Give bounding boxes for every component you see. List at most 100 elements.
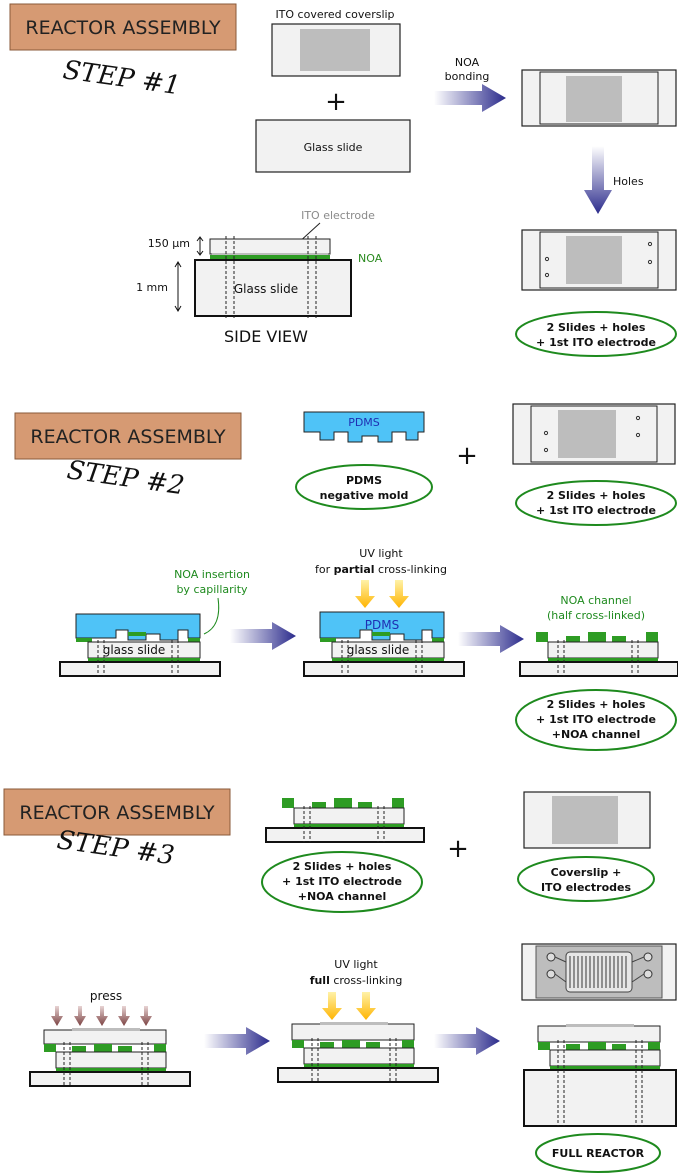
full-reactor-side-view [523,1024,677,1127]
coverslip-line1: Coverslip + [551,866,622,879]
side-view: ITO electrode NOA Glass slide 150 µm 1 m… [136,209,383,346]
press-arrow [96,1006,108,1026]
step1-banner-text: REACTOR ASSEMBLY [25,17,221,39]
thickness-1mm: 1 mm [136,281,168,294]
result-oval-1 [515,311,677,357]
press-label: press [90,989,122,1003]
step1-step-label: STEP #1 [61,55,182,101]
bonded-slides-top [521,69,677,127]
uv-partial-stack: UV light for partial cross-linking PDMS … [303,547,465,677]
result-1-line2: + 1st ITO electrode [536,336,656,349]
side-glass-slide [194,259,352,317]
uv-full-stack: UV light full cross-linking [277,958,439,1083]
press-stack: press [29,989,191,1087]
reactor-port [546,952,556,962]
arrow-noa-bonding [434,84,506,112]
step3-channel-stack [265,798,425,843]
channel-line2: (half cross-linked) [547,609,645,622]
full-reactor-oval [535,1133,661,1173]
arrow-step2-b [458,625,524,653]
noa-channel-stack: NOA channel (half cross-linked) [519,594,678,677]
plus-sign-3: + [447,834,469,864]
insertion-line1: NOA insertion [174,568,250,581]
noa-bonding-label-1: NOA [455,56,480,69]
step2-banner [14,412,242,460]
ito-coverslip-label: ITO covered coverslip [275,8,394,21]
step3-left-oval [261,851,423,913]
ito-coverslip-top [271,23,401,77]
result-2-line2: + 1st ITO electrode [536,504,656,517]
serpentine-path [569,956,627,988]
glass-slide-label-2: glass slide [347,643,410,657]
arrow-step3-b [434,1027,500,1055]
arrow-holes [584,146,612,214]
uv-arrow [389,580,409,608]
channel-result-line1: 2 Slides + holes [547,698,646,711]
reactor-port [546,969,556,979]
uv-partial-line1: UV light [359,547,403,560]
side-view-title: SIDE VIEW [224,327,308,346]
press-arrow [74,1006,86,1026]
pdms-mold [303,411,425,443]
uv-full-line1: UV light [334,958,378,971]
step1-section: REACTOR ASSEMBLY STEP #1 ITO covered cov… [9,3,677,357]
pdms-mold-line2: negative mold [320,489,409,502]
step2-section: REACTOR ASSEMBLY STEP #2 PDMS PDMS negat… [14,403,678,751]
step1-banner [9,3,237,51]
uv-full-line2: full cross-linking [310,974,403,987]
step3-left-line1: 2 Slides + holes [293,860,392,873]
side-ito-layer [212,253,328,255]
step2-banner-text: REACTOR ASSEMBLY [30,426,226,448]
pdms-label-2: PDMS [365,618,399,632]
press-arrow [118,1006,130,1026]
full-reactor-label: FULL REACTOR [552,1147,645,1160]
step3-section: REACTOR ASSEMBLY STEP #3 2 Slides + hole… [3,788,677,1173]
step3-left-line3: +NOA channel [298,890,387,903]
hole [544,272,550,278]
coverslip-line2: ITO electrodes [541,881,632,894]
step2-step-label: STEP #2 [65,455,186,501]
plus-sign-1: + [325,87,347,117]
result-oval-2 [515,480,677,526]
insertion-line2: by capillarity [176,583,248,596]
step3-banner-text: REACTOR ASSEMBLY [19,802,215,824]
thickness-150um: 150 µm [148,237,190,250]
arrow-step3-a [204,1027,270,1055]
hole [544,256,550,262]
pdms-mold-line1: PDMS [346,474,382,487]
channel-result-line3: +NOA channel [552,728,641,741]
hole [647,259,653,265]
side-glass-label: Glass slide [234,282,298,296]
uv-arrow [322,992,342,1020]
channel-line1: NOA channel [560,594,631,607]
coverslip-ito-electrodes [523,791,651,849]
hole [543,430,549,436]
arrow-step2-a [230,622,296,650]
uv-arrow [356,992,376,1020]
ito-electrode-label: ITO electrode [301,209,375,222]
thickness-arrow-bottom [174,261,182,312]
result-1-line1: 2 Slides + holes [547,321,646,334]
hole [635,432,641,438]
press-arrow [140,1006,152,1026]
uv-partial-line2: for partial cross-linking [315,563,447,576]
pdms-mold-label: PDMS [348,416,380,429]
uv-arrow [355,580,375,608]
hole [635,415,641,421]
plus-sign-2: + [456,441,478,471]
hole [543,447,549,453]
hole [647,241,653,247]
noa-side-label: NOA [358,252,383,265]
channel-result-line2: + 1st ITO electrode [536,713,656,726]
slides-with-holes-1 [521,229,677,291]
glass-slide-label-1: glass slide [103,643,166,657]
coverslip-oval [517,856,655,902]
holes-label: Holes [613,175,644,188]
side-noa-layer [210,255,330,260]
full-reactor-top-view [521,943,677,1001]
side-coverslip [209,238,331,255]
slides-with-holes-2 [512,403,676,465]
channel-result-oval [515,689,677,751]
glass-slide-top: Glass slide [255,119,411,173]
